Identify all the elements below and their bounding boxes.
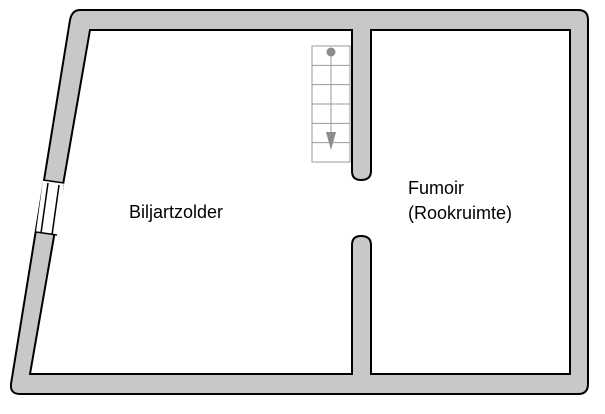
room-label-line: Biljartzolder: [129, 202, 223, 222]
window-edge: [35, 231, 58, 236]
window-pane-line: [51, 184, 60, 236]
outer-wall: [9, 9, 589, 395]
stair-arrow-icon: [326, 132, 336, 150]
window-opening: [36, 180, 64, 235]
room-label-fumoir: Fumoir (Rookruimte): [408, 178, 512, 223]
window: [35, 179, 65, 236]
window-pane-line: [40, 182, 49, 234]
room-label-biljartzolder: Biljartzolder: [129, 202, 223, 222]
room-label-line: (Rookruimte): [408, 203, 512, 223]
room-label-line: Fumoir: [408, 178, 464, 198]
stair-start-dot: [326, 47, 336, 57]
window-edge: [42, 179, 65, 184]
staircase: [311, 45, 351, 163]
